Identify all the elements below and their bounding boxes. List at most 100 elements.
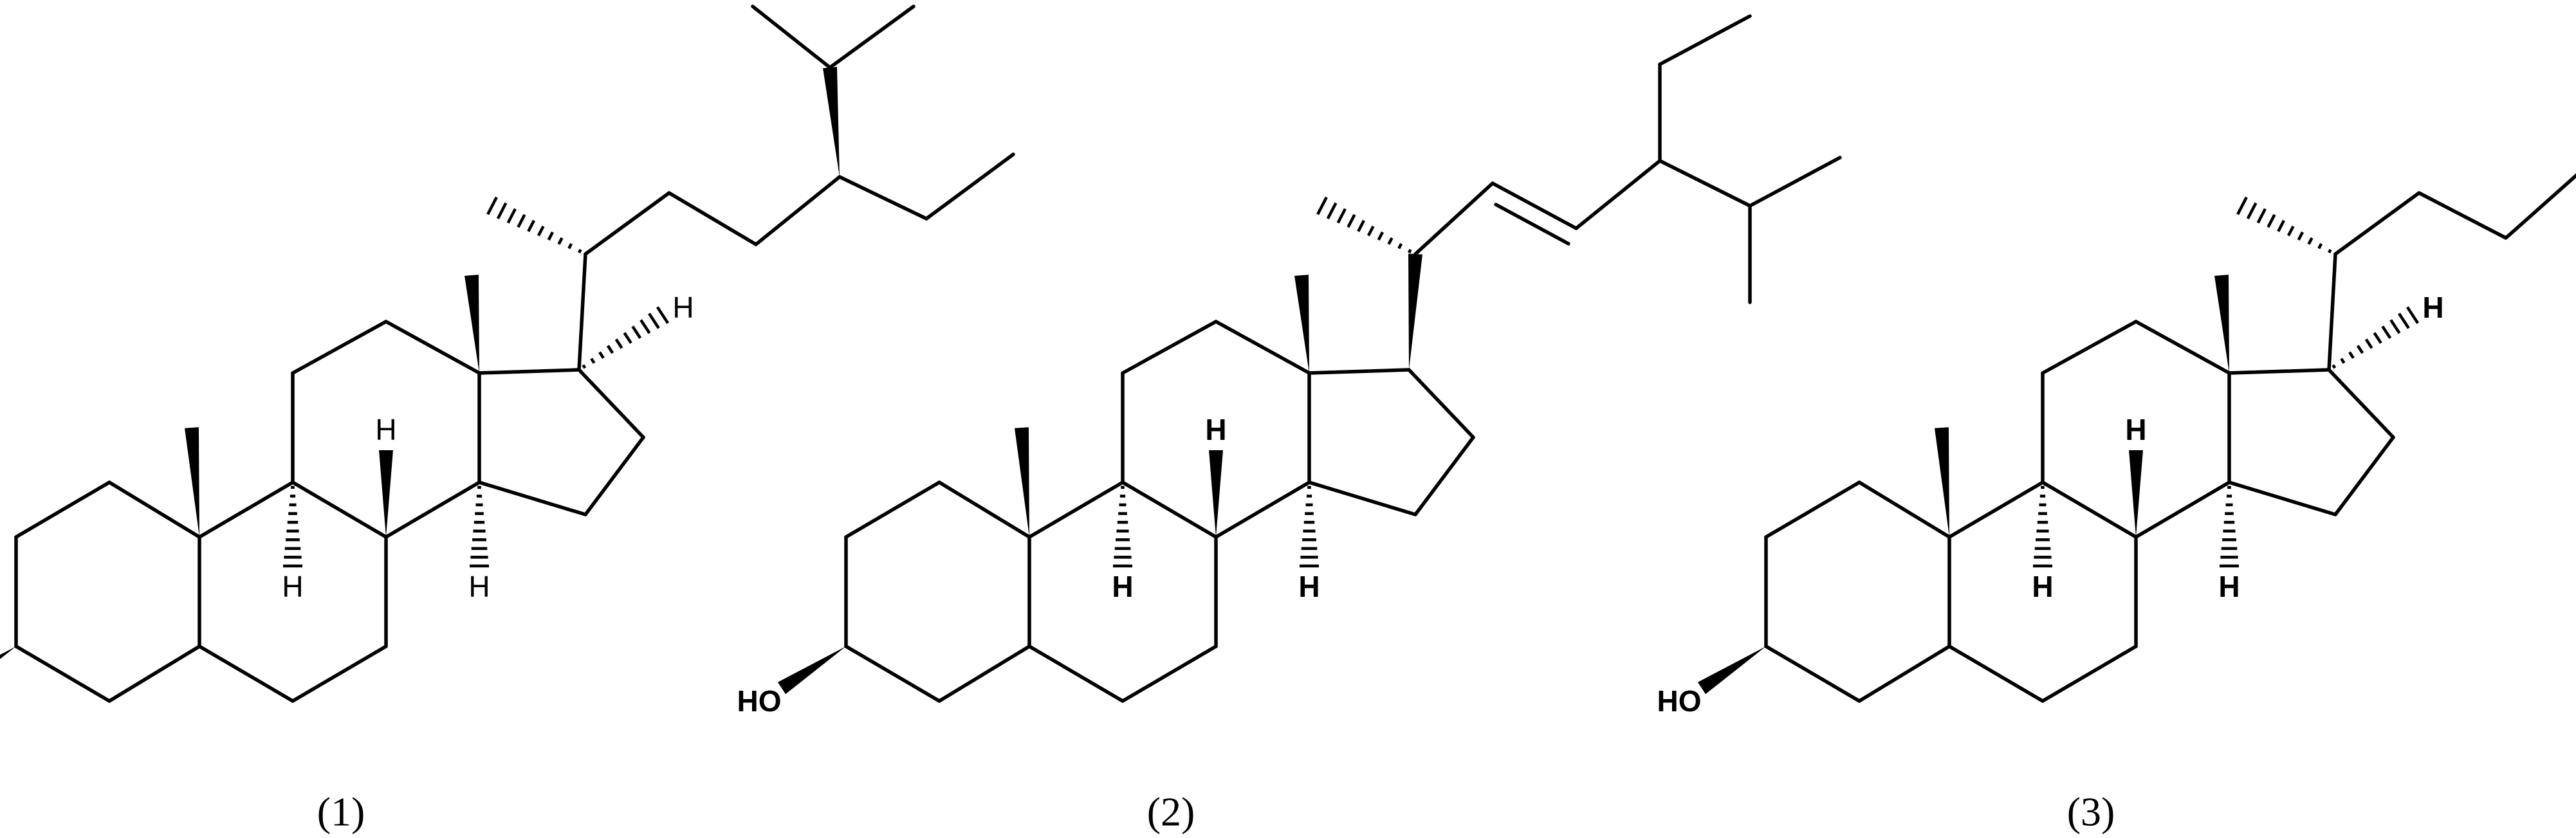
chain-bond [1413,181,1495,256]
c21-methyl-hash [486,196,582,254]
ring-bond [844,644,941,703]
ring-bond [1413,435,1475,516]
ring-bond [2041,320,2138,375]
ring-bond [1027,480,1125,539]
hash-stroke [2286,225,2295,237]
hash-stroke [567,242,573,250]
hash-stroke [2381,325,2392,340]
ring-bond [477,368,581,375]
chain-bond [2504,173,2576,240]
c21-methyl-hash [2236,196,2332,254]
hash-stroke [631,325,642,340]
hash-stroke [506,208,517,224]
structure-caption: (3) [2067,789,2115,835]
hash-stroke [2277,219,2285,232]
c3-oh-wedge [0,646,16,659]
hash-stroke [1347,214,1356,228]
chain-bond [2333,191,2421,256]
isopropyl-bond [751,5,832,69]
chain-bond [584,191,671,256]
ethyl-bond [925,152,1015,221]
c3-oh-wedge [778,646,846,695]
c17-c20-bond [577,252,587,372]
c14-h-hash [2220,486,2239,568]
hash-stroke [527,219,535,232]
hash-stroke [1387,237,1394,245]
c14-h-hash [470,486,489,568]
ring-bond [1121,644,1218,703]
hash-stroke [1408,248,1412,254]
c19-methyl-wedge [1015,427,1029,537]
ring-bond [291,644,388,703]
structure-caption: (2) [1147,789,1195,835]
c8-h-wedge [379,450,393,537]
ring-bond [1764,480,1861,539]
ring-bond [2327,368,2395,439]
ring-bond [2333,435,2395,516]
c9-h-label: H [1112,570,1133,603]
hash-stroke [578,248,582,254]
hash-stroke [2406,306,2420,324]
ring-bond [14,480,111,539]
isopropyl-bond [828,5,915,69]
hash-stroke [557,237,564,245]
hash-stroke [1336,208,1347,224]
c18-methyl-wedge [465,275,479,373]
c9-h-label: H [2032,570,2053,603]
ring-bond [1947,480,2045,539]
c14-h-label: H [1298,570,1320,603]
c18-methyl-wedge [1294,275,1309,373]
hash-stroke [1326,202,1338,219]
c9-h-label: H [282,570,303,603]
hash-stroke [656,306,670,324]
ring-bond [1121,480,1218,539]
c9-h-hash [1113,486,1132,568]
chain-bond [1658,159,1752,208]
ring-bond [2227,480,2337,516]
ring-bond [198,480,295,539]
c8-h-wedge [2129,450,2143,537]
ring-bond [584,435,645,516]
hash-stroke [2364,338,2373,349]
ring-bond [1121,320,1218,375]
hash-stroke [2398,313,2410,329]
c17-c20-wedge [1408,253,1422,370]
c8-h-label: H [2125,413,2146,446]
ring-bond [384,480,481,539]
ring-bond [1027,644,1125,703]
ring-bond [198,644,295,703]
ring-bond [1764,644,1861,703]
ring-bond [577,368,645,439]
chain-bond [1574,159,1662,230]
hash-stroke [517,214,526,228]
ring-bond [2134,320,2231,375]
structure-caption: (1) [317,789,365,835]
c9-h-hash [283,486,302,568]
c17-h-hash [2332,306,2420,369]
c17-h-label: H [672,291,694,324]
hash-stroke [1357,219,1365,232]
hash-stroke [2332,364,2337,369]
ho-label: HO [737,684,782,718]
ring-bond [291,320,388,375]
c19-methyl-wedge [1935,427,1949,537]
hash-stroke [1366,225,1375,237]
ring-bond [2134,480,2231,539]
ring-bond [937,644,1031,703]
hash-stroke [648,313,660,329]
hash-stroke [496,202,508,219]
hash-stroke [2356,345,2364,354]
hash-stroke [2389,319,2401,334]
hash-stroke [486,196,498,215]
hash-stroke [2256,208,2267,224]
hash-stroke [2297,231,2305,241]
ring-bond [1307,480,1417,516]
ethyl-bond [1658,14,1752,66]
ring-bond [1407,368,1475,439]
c14-h-label: H [2218,570,2240,603]
hash-stroke [537,225,545,237]
ring-bond [1214,480,1311,539]
ring-bond [2227,368,2331,375]
